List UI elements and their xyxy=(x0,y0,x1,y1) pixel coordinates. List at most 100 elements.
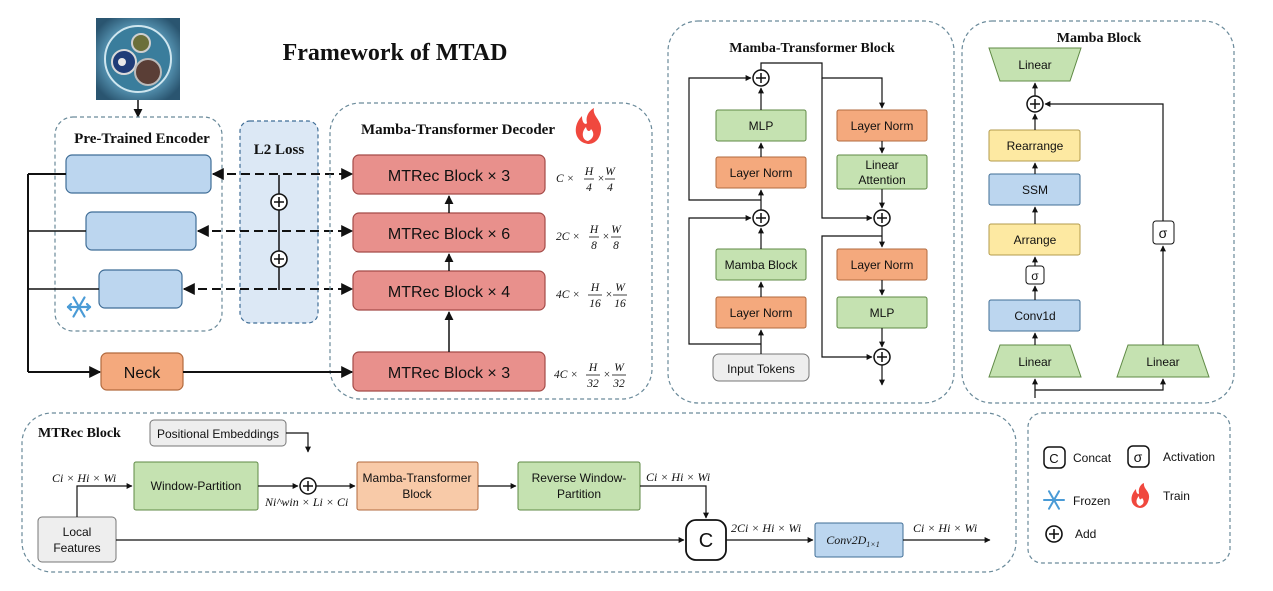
mamba-linear-bottom-right-label: Linear xyxy=(1146,355,1179,369)
mtb-mamba-block-label: Mamba Block xyxy=(725,258,799,272)
legend-concat-symbol: C xyxy=(1049,451,1058,466)
mtrec-mtb-label-2: Block xyxy=(402,487,432,501)
page-title: Framework of MTAD xyxy=(283,40,508,66)
svg-text:4: 4 xyxy=(586,182,592,194)
concat-symbol: C xyxy=(699,530,713,552)
legend-frozen-label: Frozen xyxy=(1073,494,1110,508)
mamba-sigma-large-label: σ xyxy=(1159,225,1168,241)
mtb-mlp-right-label: MLP xyxy=(870,306,895,320)
svg-text:W: W xyxy=(614,362,625,374)
legend-activation-symbol: σ xyxy=(1134,449,1143,465)
svg-text:8: 8 xyxy=(613,240,619,252)
svg-text:H: H xyxy=(590,282,600,294)
svg-text:H: H xyxy=(589,224,599,236)
svg-text:4C ×: 4C × xyxy=(554,369,578,381)
reverse-window-partition-label-2: Partition xyxy=(557,487,601,501)
svg-text:H: H xyxy=(584,166,594,178)
legend-frozen-icon xyxy=(1043,490,1065,510)
mtb-mlp-left-label: MLP xyxy=(749,119,774,133)
mtb-title: Mamba-Transformer Block xyxy=(729,41,895,56)
mtb-layer-norm-left-bottom-label: Layer Norm xyxy=(730,306,793,320)
dim-input: Ci × Hi × Wi xyxy=(52,471,116,485)
encoder-stage-3 xyxy=(98,269,183,309)
local-features-label-2: Features xyxy=(53,541,100,555)
svg-text:32: 32 xyxy=(612,378,625,390)
mtb-linear-attention-label-2: Attention xyxy=(858,173,905,187)
svg-text:4C ×: 4C × xyxy=(556,289,580,301)
conv2d-label: Conv2D1×1 xyxy=(826,533,879,549)
reverse-window-partition-label-1: Reverse Window- xyxy=(532,471,627,485)
mamba-block-title: Mamba Block xyxy=(1057,31,1142,46)
legend-train-label: Train xyxy=(1163,489,1190,503)
legend-concat-icon xyxy=(1043,446,1066,469)
svg-text:4: 4 xyxy=(607,182,613,194)
dim-label-2: 2C × H 8 × W 8 xyxy=(556,224,622,252)
mamba-conv1d-label: Conv1d xyxy=(1014,309,1055,323)
l2-loss-title: L2 Loss xyxy=(254,142,305,158)
svg-text:2C ×: 2C × xyxy=(556,231,580,243)
dim-concat: 2Ci × Hi × Wi xyxy=(731,521,801,535)
mtb-linear-attention-label-1: Linear xyxy=(865,158,898,172)
legend-concat-label: Concat xyxy=(1073,451,1112,465)
neck-label: Neck xyxy=(124,365,161,382)
svg-text:16: 16 xyxy=(589,298,601,310)
mamba-linear-bottom-left xyxy=(988,344,1082,378)
reverse-window-partition-box xyxy=(517,461,641,511)
svg-text:×: × xyxy=(603,369,611,381)
dim-label-4: 4C × H 32 × W 32 xyxy=(554,362,626,390)
svg-text:W: W xyxy=(615,282,626,294)
dim-output: Ci × Hi × Wi xyxy=(913,521,977,535)
mtrec-panel xyxy=(21,412,1017,573)
dim-label-1: C × H 4 × W 4 xyxy=(556,166,616,194)
svg-text:×: × xyxy=(602,231,610,243)
decoder-title: Mamba-Transformer Decoder xyxy=(361,122,555,138)
mamba-linear-top-label: Linear xyxy=(1018,58,1051,72)
mamba-linear-bottom-left-label: Linear xyxy=(1018,355,1051,369)
mtb-panel xyxy=(667,20,955,404)
positional-embeddings-label: Positional Embeddings xyxy=(157,427,279,441)
legend-panel xyxy=(1027,412,1231,564)
mamba-sigma-small-label: σ xyxy=(1031,269,1039,283)
legend-activation-label: Activation xyxy=(1163,450,1215,464)
frozen-snowflake-icon xyxy=(66,296,92,318)
window-partition-label: Window-Partition xyxy=(151,479,242,493)
svg-text:×: × xyxy=(597,173,605,185)
encoder-stage-1 xyxy=(65,154,212,194)
mamba-linear-top xyxy=(988,47,1082,82)
svg-text:32: 32 xyxy=(586,378,599,390)
mtrec-block-x6-label: MTRec Block × 6 xyxy=(388,226,510,243)
input-image xyxy=(96,18,180,100)
mamba-arrange-label: Arrange xyxy=(1014,233,1057,247)
local-features-label-1: Local xyxy=(63,525,92,539)
svg-text:8: 8 xyxy=(591,240,597,252)
svg-text:C ×: C × xyxy=(556,173,574,185)
dim-window: Ni^win × Li × Ci xyxy=(264,495,348,509)
legend-add-label: Add xyxy=(1075,527,1096,541)
mtrec-block-x3-top-label: MTRec Block × 3 xyxy=(388,168,510,185)
encoder-stage-2 xyxy=(85,211,197,251)
svg-text:16: 16 xyxy=(614,298,626,310)
local-features-box xyxy=(37,516,117,563)
encoder-panel xyxy=(54,116,223,332)
mamba-ssm-label: SSM xyxy=(1022,183,1048,197)
train-flame-icon xyxy=(575,108,602,144)
legend-activation-icon xyxy=(1127,445,1150,468)
mamba-block-panel xyxy=(961,20,1235,404)
legend-train-icon xyxy=(1131,483,1150,508)
mtrec-mtb-label-1: Mamba-Transformer xyxy=(363,471,472,485)
mtrec-mtb-box xyxy=(356,461,479,511)
svg-text:W: W xyxy=(611,224,622,236)
mtrec-block-x3-bottom-label: MTRec Block × 3 xyxy=(388,365,510,382)
mtrec-block-x3-top xyxy=(352,154,546,195)
mamba-linear-bottom-right xyxy=(1116,344,1210,378)
dim-reverse: Ci × Hi × Wi xyxy=(646,470,710,484)
mtrec-block-x4-label: MTRec Block × 4 xyxy=(388,284,510,301)
mtrec-title: MTRec Block xyxy=(38,426,121,441)
dim-label-3: 4C × H 16 × W 16 xyxy=(556,282,627,310)
decoder-panel xyxy=(329,102,653,400)
svg-text:×: × xyxy=(605,289,613,301)
mtb-layer-norm-right-top-label: Layer Norm xyxy=(851,119,914,133)
mtb-layer-norm-right-bottom-label: Layer Norm xyxy=(851,258,914,272)
mtb-layer-norm-left-top-label: Layer Norm xyxy=(730,166,793,180)
